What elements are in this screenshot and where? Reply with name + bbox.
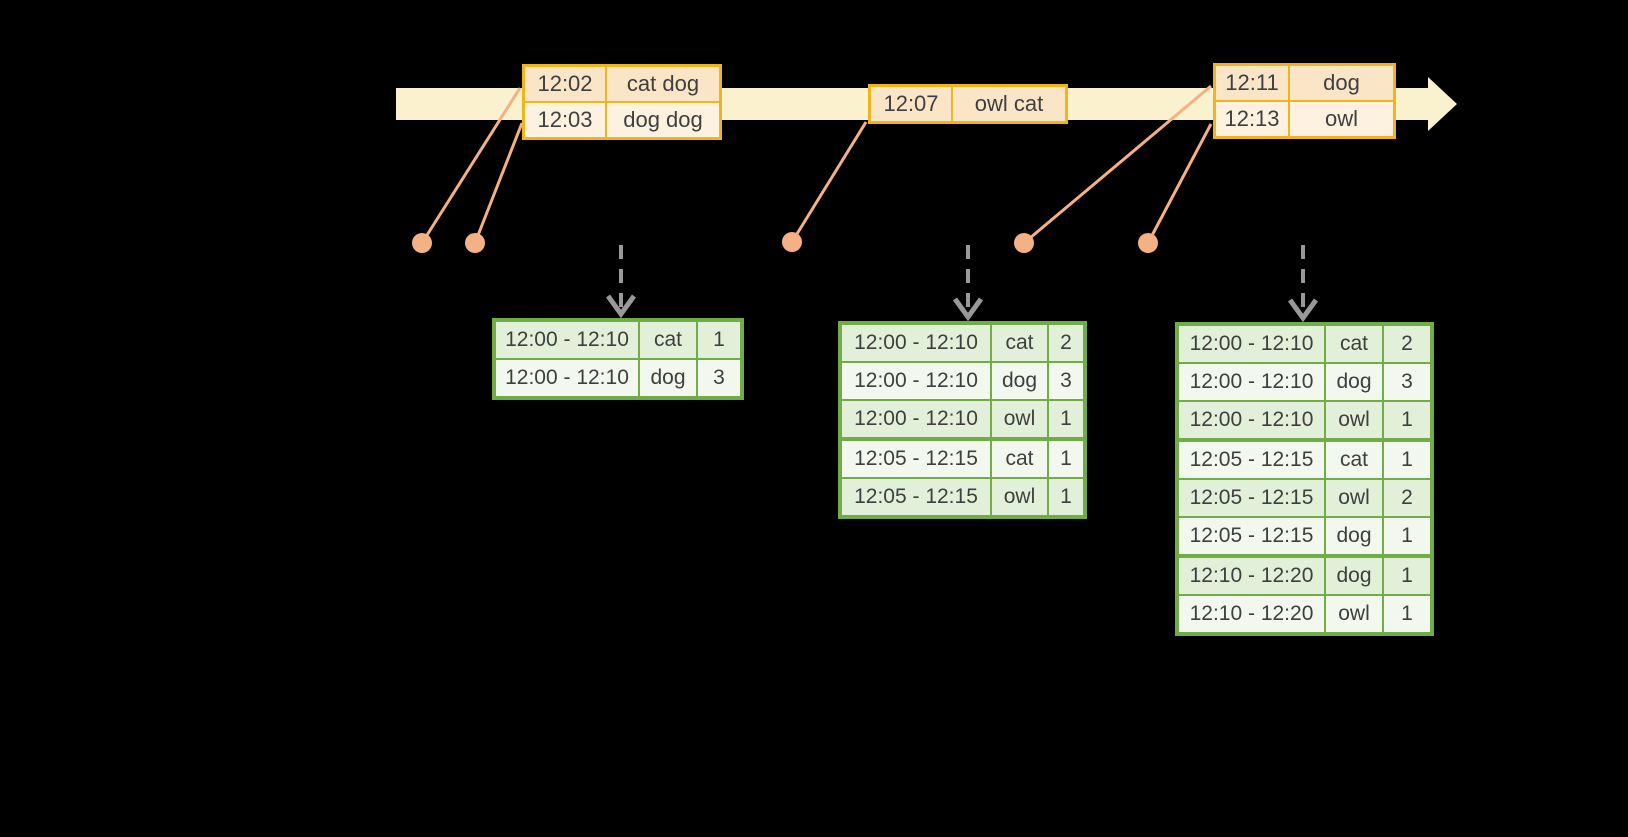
- window-cell: 12:00 - 12:10: [1176, 323, 1326, 364]
- event-row: 12:03 dog dog: [522, 101, 722, 140]
- arrow-down-icon: [1287, 245, 1319, 323]
- result-table-2: 12:00 - 12:10 cat 2 12:00 - 12:10 dog 3 …: [838, 321, 1087, 519]
- window-cell: 12:00 - 12:10: [1176, 362, 1326, 402]
- leader-line: [1146, 123, 1213, 244]
- event-dots: [412, 232, 1158, 253]
- trigger-arrows: [605, 245, 1319, 323]
- count-cell: 1: [1382, 594, 1433, 635]
- word-cell: dog: [1324, 555, 1384, 596]
- event-words-cell: owl cat: [951, 84, 1068, 124]
- event-row: 12:07 owl cat: [868, 84, 1068, 124]
- result-row: 12:05 - 12:15 cat 1: [839, 438, 1086, 479]
- window-cell: 12:10 - 12:20: [1176, 594, 1326, 635]
- arrow-down-icon: [952, 245, 984, 322]
- window-cell: 12:10 - 12:20: [1176, 555, 1326, 596]
- event-table-1: 12:02 cat dog 12:03 dog dog: [522, 64, 722, 140]
- result-row: 12:05 - 12:15 cat 1: [1176, 439, 1433, 480]
- event-table-3: 12:11 dog 12:13 owl: [1213, 63, 1396, 139]
- event-dot: [1014, 233, 1034, 253]
- event-words-cell: owl: [1288, 100, 1396, 139]
- window-cell: 12:05 - 12:15: [1176, 516, 1326, 558]
- result-row: 12:00 - 12:10 owl 1: [1176, 400, 1433, 442]
- count-cell: 2: [1382, 478, 1433, 518]
- result-row: 12:00 - 12:10 cat 2: [1176, 323, 1433, 364]
- word-cell: dog: [990, 361, 1049, 401]
- count-cell: 1: [696, 319, 743, 360]
- word-cell: owl: [1324, 594, 1384, 635]
- result-table-3: 12:00 - 12:10 cat 2 12:00 - 12:10 dog 3 …: [1175, 322, 1434, 636]
- result-row: 12:05 - 12:15 owl 1: [839, 477, 1086, 518]
- window-cell: 12:00 - 12:10: [839, 399, 992, 441]
- event-row: 12:13 owl: [1213, 100, 1396, 139]
- word-cell: cat: [990, 322, 1049, 363]
- count-cell: 1: [1382, 516, 1433, 558]
- word-cell: owl: [1324, 400, 1384, 442]
- event-words-cell: cat dog: [605, 64, 722, 103]
- word-cell: cat: [990, 438, 1049, 479]
- word-cell: dog: [1324, 516, 1384, 558]
- event-table-2: 12:07 owl cat: [868, 84, 1068, 124]
- window-cell: 12:00 - 12:10: [1176, 400, 1326, 442]
- count-cell: 2: [1047, 322, 1086, 363]
- window-cell: 12:00 - 12:10: [839, 361, 992, 401]
- leader-line: [790, 121, 868, 243]
- window-cell: 12:00 - 12:10: [493, 319, 640, 360]
- count-cell: 3: [1382, 362, 1433, 402]
- result-row: 12:05 - 12:15 owl 2: [1176, 478, 1433, 518]
- result-row: 12:00 - 12:10 dog 3: [493, 358, 743, 399]
- count-cell: 1: [1382, 400, 1433, 442]
- result-row: 12:05 - 12:15 dog 1: [1176, 516, 1433, 558]
- count-cell: 1: [1047, 477, 1086, 518]
- event-dot: [782, 232, 802, 252]
- window-cell: 12:00 - 12:10: [839, 322, 992, 363]
- count-cell: 3: [1047, 361, 1086, 401]
- word-cell: cat: [1324, 439, 1384, 480]
- window-cell: 12:05 - 12:15: [839, 477, 992, 518]
- count-cell: 1: [1382, 555, 1433, 596]
- result-row: 12:10 - 12:20 dog 1: [1176, 555, 1433, 596]
- event-time-cell: 12:07: [868, 84, 953, 124]
- count-cell: 1: [1382, 439, 1433, 480]
- result-row: 12:00 - 12:10 cat 1: [493, 319, 743, 360]
- window-cell: 12:05 - 12:15: [1176, 478, 1326, 518]
- event-time-cell: 12:02: [522, 64, 607, 103]
- leader-line: [420, 87, 522, 244]
- word-cell: owl: [990, 477, 1049, 518]
- event-time-cell: 12:03: [522, 101, 607, 140]
- window-cell: 12:05 - 12:15: [839, 438, 992, 479]
- event-dot: [412, 233, 432, 253]
- result-row: 12:10 - 12:20 owl 1: [1176, 594, 1433, 635]
- result-row: 12:00 - 12:10 owl 1: [839, 399, 1086, 441]
- result-row: 12:00 - 12:10 dog 3: [839, 361, 1086, 401]
- word-cell: cat: [1324, 323, 1384, 364]
- event-row: 12:11 dog: [1213, 63, 1396, 102]
- event-time-cell: 12:11: [1213, 63, 1290, 102]
- leader-line: [473, 122, 524, 244]
- count-cell: 3: [696, 358, 743, 399]
- result-row: 12:00 - 12:10 cat 2: [839, 322, 1086, 363]
- result-table-1: 12:00 - 12:10 cat 1 12:00 - 12:10 dog 3: [492, 318, 744, 400]
- arrow-down-icon: [605, 245, 637, 319]
- word-cell: cat: [638, 319, 698, 360]
- count-cell: 2: [1382, 323, 1433, 364]
- event-row: 12:02 cat dog: [522, 64, 722, 103]
- window-cell: 12:00 - 12:10: [493, 358, 640, 399]
- event-time-cell: 12:13: [1213, 100, 1290, 139]
- word-cell: owl: [1324, 478, 1384, 518]
- count-cell: 1: [1047, 399, 1086, 441]
- leader-line: [1023, 84, 1212, 245]
- event-words-cell: dog dog: [605, 101, 722, 140]
- event-dot: [465, 233, 485, 253]
- word-cell: dog: [638, 358, 698, 399]
- word-cell: dog: [1324, 362, 1384, 402]
- event-dot: [1138, 233, 1158, 253]
- event-leader-lines: [420, 84, 1213, 245]
- event-words-cell: dog: [1288, 63, 1396, 102]
- count-cell: 1: [1047, 438, 1086, 479]
- result-row: 12:00 - 12:10 dog 3: [1176, 362, 1433, 402]
- word-cell: owl: [990, 399, 1049, 441]
- window-cell: 12:05 - 12:15: [1176, 439, 1326, 480]
